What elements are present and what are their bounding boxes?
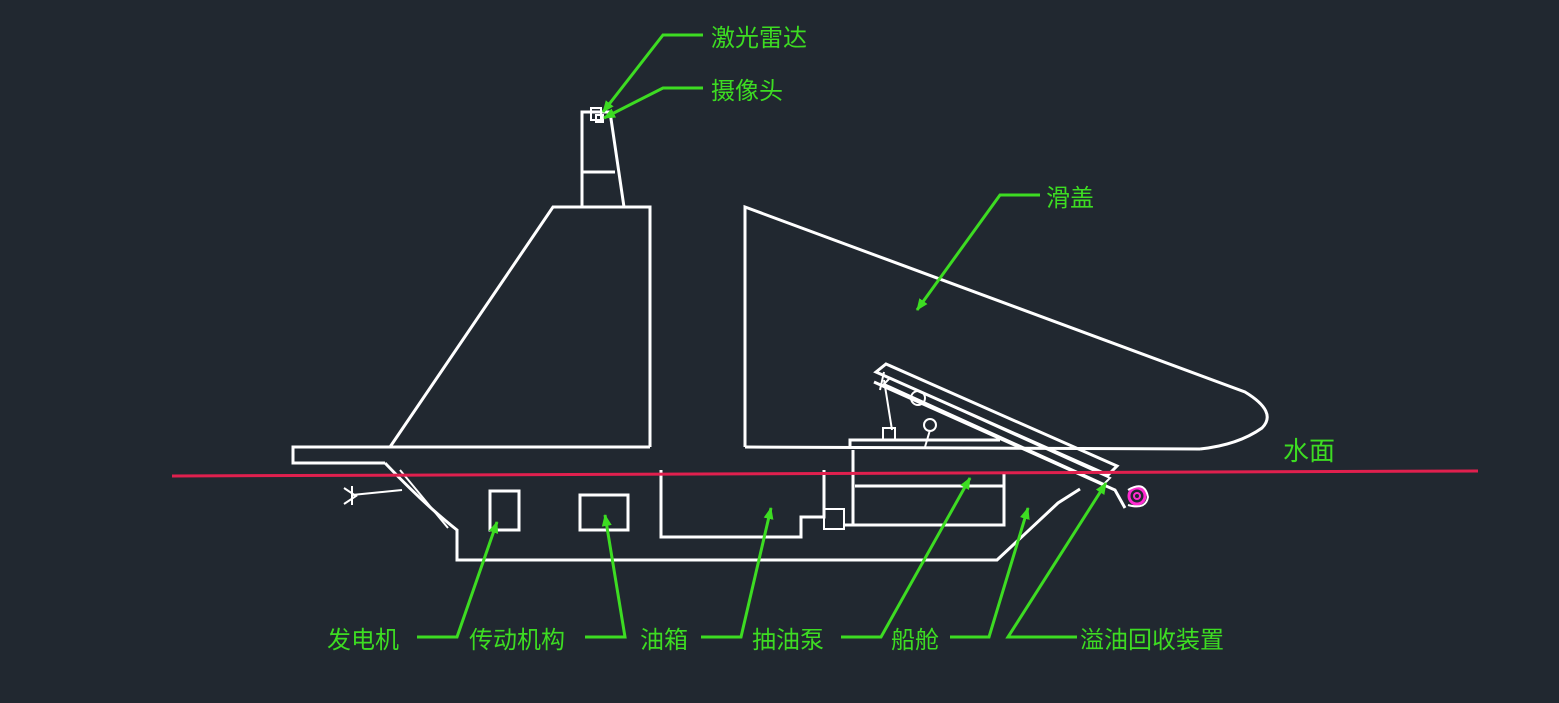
leader-lines <box>417 33 1108 639</box>
transmission-box <box>578 493 630 532</box>
hull <box>343 461 1081 562</box>
cabin-box <box>844 438 1006 527</box>
mast <box>580 107 626 208</box>
cabin-leader <box>950 507 1030 639</box>
propeller-icon <box>343 486 358 505</box>
oil-tank-leader <box>701 507 774 639</box>
label-oil-pump: 抽油泵 <box>752 626 824 654</box>
deck <box>291 445 1201 465</box>
camera-leader <box>603 86 703 120</box>
oil-pump-coupling <box>823 508 845 530</box>
label-oil-recovery: 溢油回收装置 <box>1080 626 1224 654</box>
oil-recovery-leader <box>1005 482 1108 639</box>
water-line <box>171 469 1479 478</box>
sliding-cover <box>743 204 1269 451</box>
oil-pump-leader <box>841 477 972 639</box>
superstructure <box>388 205 652 448</box>
sliding-cover-leader <box>915 193 1040 311</box>
label-lidar: 激光雷达 <box>711 24 807 52</box>
generator-leader <box>417 521 499 639</box>
label-camera: 摄像头 <box>711 77 783 105</box>
generator-box <box>488 489 521 532</box>
lidar-leader <box>601 33 703 113</box>
label-generator: 发电机 <box>327 626 399 654</box>
recovery-roller <box>1127 486 1147 506</box>
label-water-surface: 水面 <box>1283 437 1335 467</box>
label-cabin: 船舱 <box>891 626 939 654</box>
label-oil-tank: 油箱 <box>640 626 688 654</box>
propeller-shaft <box>351 489 403 496</box>
camera-sensor <box>595 114 604 123</box>
transmission-leader <box>585 514 627 639</box>
oil-tank <box>659 470 845 539</box>
oil-recovery-conveyor <box>873 362 1150 509</box>
label-sliding-cover: 滑盖 <box>1046 184 1094 212</box>
label-transmission: 传动机构 <box>469 626 565 654</box>
